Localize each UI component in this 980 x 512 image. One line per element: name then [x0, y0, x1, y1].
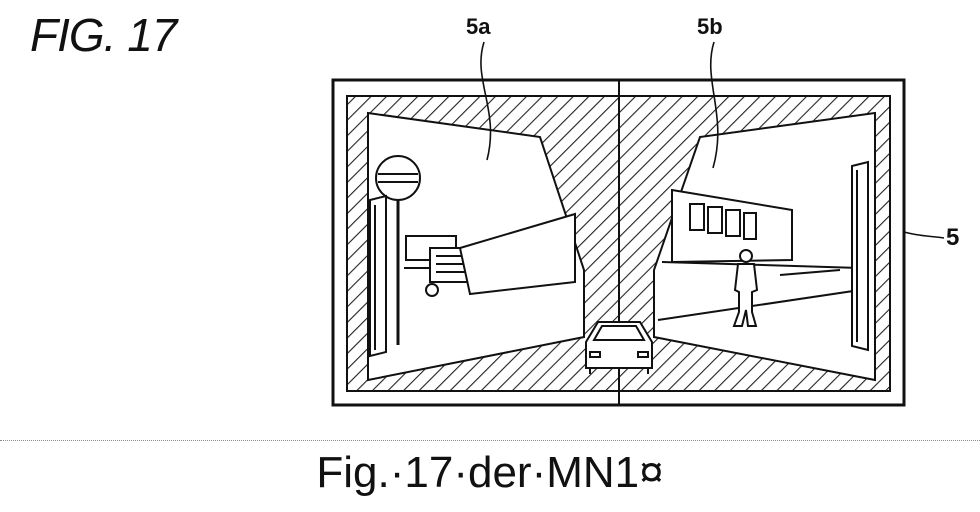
left-scene — [369, 155, 576, 358]
label-5a: 5a — [466, 14, 491, 39]
road-sign — [375, 155, 421, 201]
label-5b: 5b — [697, 14, 723, 39]
leader-5b — [710, 41, 719, 169]
leader-5a — [480, 41, 492, 161]
section-divider — [0, 440, 980, 441]
figure-caption: Fig.·17·der·MN1¤ — [316, 448, 664, 497]
headlight-beam — [458, 212, 576, 296]
figure-title: FIG. 17 — [30, 9, 177, 61]
leader-5 — [903, 231, 945, 239]
pedestrian — [732, 249, 759, 327]
right-building-wall — [851, 160, 869, 352]
own-car — [585, 321, 653, 374]
left-building-wall — [369, 194, 387, 358]
label-5: 5 — [946, 224, 960, 251]
monitor-diagram — [331, 41, 945, 407]
right-scene — [657, 160, 869, 352]
